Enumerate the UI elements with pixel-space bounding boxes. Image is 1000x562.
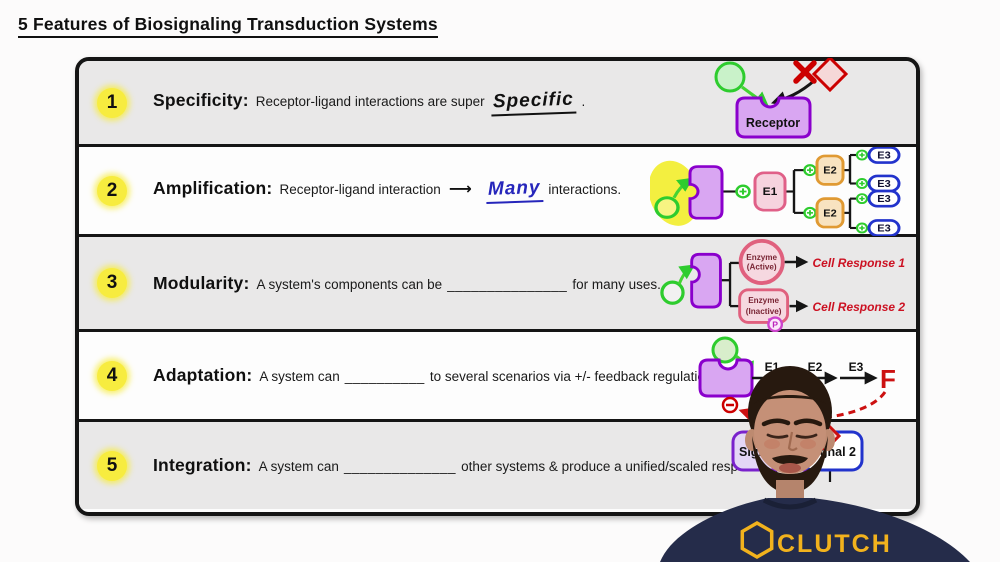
ligand-arrow [672, 177, 694, 199]
row-number-badge: 2 [97, 175, 127, 206]
enzyme-inactive-label: Enzyme [748, 296, 779, 305]
fill-in-blank: _______________ [447, 276, 568, 292]
hairline [754, 395, 826, 404]
collar [762, 497, 818, 510]
cheek [764, 439, 780, 449]
enzyme-active-state: (Active) [747, 263, 777, 272]
feature-text: Receptor-ligand interaction [279, 182, 441, 197]
row-number-badge: 5 [97, 450, 127, 481]
cascade-connector-lines [722, 153, 856, 230]
activation-plus-icons [735, 149, 869, 234]
amplification-diagram: E1 E2 E2 E3 E3 E3 E3 [650, 147, 901, 236]
right-arrow-icon: ⟶ [448, 179, 472, 198]
feature-text: A system's components can be [256, 276, 443, 292]
handwritten-answer: Specific [490, 88, 576, 117]
ligand-circle-icon [711, 336, 739, 364]
e3-label: E3 [849, 360, 864, 374]
enzyme-inactive-state: (Inactive) [746, 307, 782, 316]
row-number-badge: 4 [97, 360, 127, 391]
cell-response-2-label: Cell Response 2 [813, 300, 906, 314]
feature-text-suffix: other systems & produce a unified/scaled… [461, 459, 771, 474]
closed-eyes [766, 433, 818, 439]
ligand-circle-icon [714, 61, 746, 93]
clutch-hexagon-logo-icon [740, 520, 774, 560]
feature-heading: Amplification: [153, 178, 273, 198]
e3-label: E3 [877, 224, 891, 234]
mouth [779, 463, 801, 473]
yellow-highlight-blob [650, 160, 700, 226]
cheek [800, 439, 816, 449]
enzyme-inactive-node [738, 288, 790, 324]
e2-label: E2 [808, 360, 823, 374]
nose [787, 431, 798, 452]
receptor-shape [698, 358, 754, 398]
branch-connector-lines [720, 261, 741, 308]
enzyme-e2-box [815, 197, 845, 229]
feature-text: Receptor-ligand interactions are super [255, 94, 485, 109]
row-number-badge: 1 [97, 87, 127, 118]
handwritten-answer: Many [485, 177, 543, 204]
modularity-diagram: Enzyme (Active) Enzyme (Inactive) P Cell… [660, 238, 906, 332]
beard [752, 436, 828, 493]
page-title: 5 Features of Biosignaling Transduction … [18, 14, 438, 38]
face [754, 390, 826, 474]
feature-heading: Integration: [153, 455, 252, 475]
ligand-circle-icon [654, 196, 680, 219]
e2-label: E2 [823, 209, 837, 219]
receptor-shape [690, 252, 722, 309]
feature-text-suffix: . [581, 94, 586, 109]
e2-label: E2 [823, 166, 837, 176]
feature-text: A system can [259, 369, 340, 384]
e1-label: E1 [763, 187, 778, 198]
fill-in-blank: __________ [344, 369, 425, 384]
enzyme-e2-box [815, 154, 845, 186]
rejected-x-icon [793, 60, 817, 84]
inhibition-minus-icon [721, 396, 739, 414]
feature-text-suffix: for many uses. [572, 276, 661, 292]
e3-label: E3 [877, 195, 891, 205]
final-product-label: F [880, 364, 896, 394]
enzyme-e3-boxes [867, 147, 901, 236]
instructor-person: CLUTCH [660, 366, 970, 562]
shirt [660, 498, 970, 562]
e3-label: E3 [877, 151, 891, 161]
feature-heading: Specificity: [153, 90, 249, 110]
enzyme-active-label: Enzyme [746, 253, 777, 262]
eyebrows [761, 418, 823, 427]
enzyme-e1-box [753, 171, 787, 212]
specificity-diagram: Receptor [714, 58, 849, 139]
receptor-label: Receptor [746, 116, 800, 130]
feature-text-suffix: interactions. [548, 182, 622, 197]
e3-label: E3 [877, 180, 891, 190]
receptor-shape [688, 165, 724, 220]
ligand-arrow [677, 264, 696, 285]
enzyme-active-node [738, 238, 785, 285]
row-specificity: 1 Specificity: Receptor-ligand interacti… [79, 61, 916, 147]
feature-heading: Modularity: [153, 272, 250, 293]
feature-text: A system can [258, 459, 339, 474]
row-number-badge: 3 [97, 268, 127, 298]
phosphate-icon [767, 316, 784, 332]
receptor-shape [735, 96, 812, 139]
fill-in-blank: ______________ [343, 459, 457, 474]
feature-text-suffix: to several scenarios via +/- feedback re… [429, 369, 717, 384]
shirt-brand-text: CLUTCH [777, 530, 892, 558]
mismatched-ligand-diamond-icon [811, 58, 849, 93]
cell-response-1-label: Cell Response 1 [813, 256, 906, 270]
mustache [772, 455, 808, 465]
feature-heading: Adaptation: [153, 365, 253, 385]
ligand-circle-icon [660, 280, 685, 305]
row-amplification: 2 Amplification: Receptor-ligand interac… [79, 147, 916, 237]
phosphate-label: P [772, 320, 778, 330]
